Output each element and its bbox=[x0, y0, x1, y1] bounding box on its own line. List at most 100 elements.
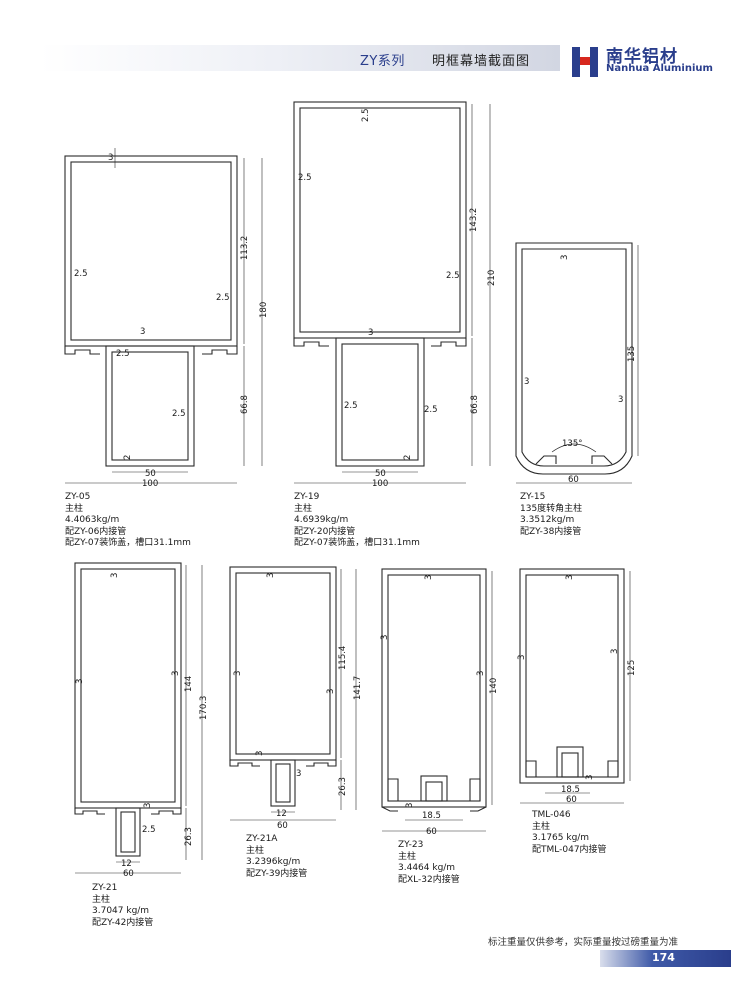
profile-caption-zy-05: ZY-05 主柱 4.4063kg/m 配ZY-06内接管 配ZY-07装饰盖，… bbox=[65, 492, 191, 550]
profile-weight: 3.4464 kg/m bbox=[398, 863, 456, 873]
profile-tml-046-dims: 3 3 3 125 3 18.5 60 bbox=[517, 575, 637, 805]
profile-zy-19-dims: 2.5 2.5 143.2 210 2.5 3 2.5 2.5 66.8 2 5… bbox=[298, 108, 497, 489]
dim-label: 2 bbox=[403, 455, 413, 460]
dim-label: 26.3 bbox=[338, 777, 348, 796]
profile-caption-zy-23: ZY-23 主柱 3.4464 kg/m 配XL-32内接管 bbox=[398, 840, 460, 886]
profile-zy-23-dims: 3 3 3 140 3 18.5 60 bbox=[380, 575, 499, 837]
dim-label: 3 bbox=[233, 671, 243, 676]
profile-note: 配ZY-20内接管 bbox=[294, 526, 356, 537]
profile-weight: 3.7047 kg/m bbox=[92, 906, 150, 916]
brand-name-cn: 南华铝材 bbox=[606, 47, 678, 67]
profile-caption-zy-15: ZY-15 135度转角主柱 3.3512kg/m 配ZY-38内接管 bbox=[520, 492, 582, 538]
dim-label: 66.8 bbox=[240, 395, 250, 414]
profile-caption-zy-21a: ZY-21A 主柱 3.2396kg/m 配ZY-39内接管 bbox=[246, 834, 307, 880]
page-number: 174 bbox=[652, 951, 675, 964]
dim-label: 144 bbox=[184, 676, 194, 692]
dim-label: 100 bbox=[372, 479, 388, 489]
dim-label: 2.5 bbox=[446, 271, 460, 281]
profile-note: 配ZY-42内接管 bbox=[92, 917, 154, 928]
dim-label: 135° bbox=[562, 439, 582, 449]
dim-label: 180 bbox=[259, 302, 269, 318]
dim-label: 2.5 bbox=[74, 269, 88, 279]
dim-label: 60 bbox=[123, 869, 134, 879]
brand-name-en: Nanhua Aluminium bbox=[606, 63, 713, 74]
dim-label: 2.5 bbox=[216, 293, 230, 303]
profile-code: TML-046 bbox=[532, 810, 571, 820]
header-bar bbox=[40, 45, 560, 71]
profile-note: 配ZY-38内接管 bbox=[520, 526, 582, 537]
dim-label: 3 bbox=[405, 803, 415, 808]
profile-note: 配ZY-07装饰盖，槽口31.1mm bbox=[65, 538, 191, 548]
dim-label: 2.5 bbox=[116, 349, 130, 359]
dim-label: 3 bbox=[171, 671, 181, 676]
dim-label: 125 bbox=[627, 660, 637, 676]
profile-weight: 4.6939kg/m bbox=[294, 515, 349, 525]
dim-label: 3 bbox=[368, 328, 373, 338]
brand-logo-icon bbox=[572, 47, 598, 77]
profile-caption-tml-046: TML-046 主柱 3.1765 kg/m 配TML-047内接管 bbox=[532, 810, 607, 856]
dim-label: 12 bbox=[276, 809, 287, 819]
dim-label: 143.2 bbox=[469, 208, 479, 232]
dim-label: 2.5 bbox=[142, 825, 156, 835]
dim-label: 3 bbox=[140, 327, 145, 337]
dim-label: 60 bbox=[277, 821, 288, 831]
dim-label: 3 bbox=[524, 377, 529, 387]
profile-type: 135度转角主柱 bbox=[520, 503, 583, 514]
dim-label: 3 bbox=[560, 255, 570, 260]
dim-label: 210 bbox=[487, 270, 497, 286]
profile-zy-21a-dims: 3 3 3 115.4 141.7 3 3 26.3 12 60 bbox=[233, 573, 363, 831]
weight-disclaimer: 标注重量仅供参考，实际重量按过磅重量为准 bbox=[488, 937, 679, 948]
page-title: 明框幕墙截面图 bbox=[432, 54, 531, 69]
dim-label: 50 bbox=[375, 469, 386, 479]
dim-label: 3 bbox=[380, 635, 390, 640]
dim-label: 60 bbox=[426, 827, 437, 837]
dim-label: 2.5 bbox=[344, 401, 358, 411]
dim-label: 3 bbox=[75, 679, 85, 684]
dim-label: 3 bbox=[585, 775, 595, 780]
profile-type: 主柱 bbox=[398, 851, 417, 862]
profile-code: ZY-15 bbox=[520, 492, 546, 502]
dim-label: 3 bbox=[517, 655, 527, 660]
profile-zy-05-dims: 3 2.5 2.5 113.2 180 3 2.5 2.5 66.8 2 50 … bbox=[74, 153, 269, 489]
dim-label: 3 bbox=[326, 689, 336, 694]
dim-label: 3 bbox=[296, 769, 301, 779]
page-number-tab bbox=[600, 950, 731, 967]
dim-label: 2.5 bbox=[361, 108, 371, 122]
dim-label: 3 bbox=[424, 575, 434, 580]
dim-label: 3 bbox=[110, 573, 120, 578]
profile-note: 配ZY-39内接管 bbox=[246, 868, 308, 879]
dim-label: 18.5 bbox=[561, 785, 580, 795]
dim-label: 113.2 bbox=[240, 236, 250, 260]
dim-label: 3 bbox=[108, 153, 113, 163]
dim-label: 18.5 bbox=[422, 811, 441, 821]
dim-label: 3 bbox=[255, 751, 265, 756]
dim-label: 115.4 bbox=[338, 646, 348, 670]
profile-weight: 3.2396kg/m bbox=[246, 857, 301, 867]
profile-zy-15-dims: 3 135 3 3 135° 60 bbox=[524, 255, 637, 485]
dim-label: 3 bbox=[476, 671, 486, 676]
profile-type: 主柱 bbox=[65, 503, 84, 514]
profile-zy-23-drawing bbox=[381, 568, 493, 832]
dim-label: 60 bbox=[568, 475, 579, 485]
profile-zy-21a-drawing bbox=[229, 566, 357, 821]
dim-label: 26.3 bbox=[184, 827, 194, 846]
profile-note: 配TML-047内接管 bbox=[532, 844, 607, 855]
dim-label: 141.7 bbox=[353, 676, 363, 700]
profile-code: ZY-05 bbox=[65, 492, 91, 502]
dim-label: 2.5 bbox=[172, 409, 186, 419]
profile-note: 配XL-32内接管 bbox=[398, 874, 460, 885]
dim-label: 66.8 bbox=[470, 395, 480, 414]
profile-zy-19-drawing bbox=[293, 101, 491, 484]
profile-note: 配ZY-07装饰盖，槽口31.1mm bbox=[294, 538, 420, 548]
profile-zy-15-drawing bbox=[515, 242, 639, 484]
profile-code: ZY-23 bbox=[398, 840, 424, 850]
profile-zy-21-dims: 3 3 3 144 170.3 3 2.5 26.3 12 60 bbox=[75, 573, 209, 879]
dim-label: 3 bbox=[143, 803, 153, 808]
dim-label: 3 bbox=[565, 575, 575, 580]
dim-label: 3 bbox=[618, 395, 623, 405]
dim-label: 2.5 bbox=[298, 173, 312, 183]
dim-label: 135 bbox=[627, 346, 637, 362]
profile-code: ZY-21A bbox=[246, 834, 278, 844]
dim-label: 60 bbox=[566, 795, 577, 805]
